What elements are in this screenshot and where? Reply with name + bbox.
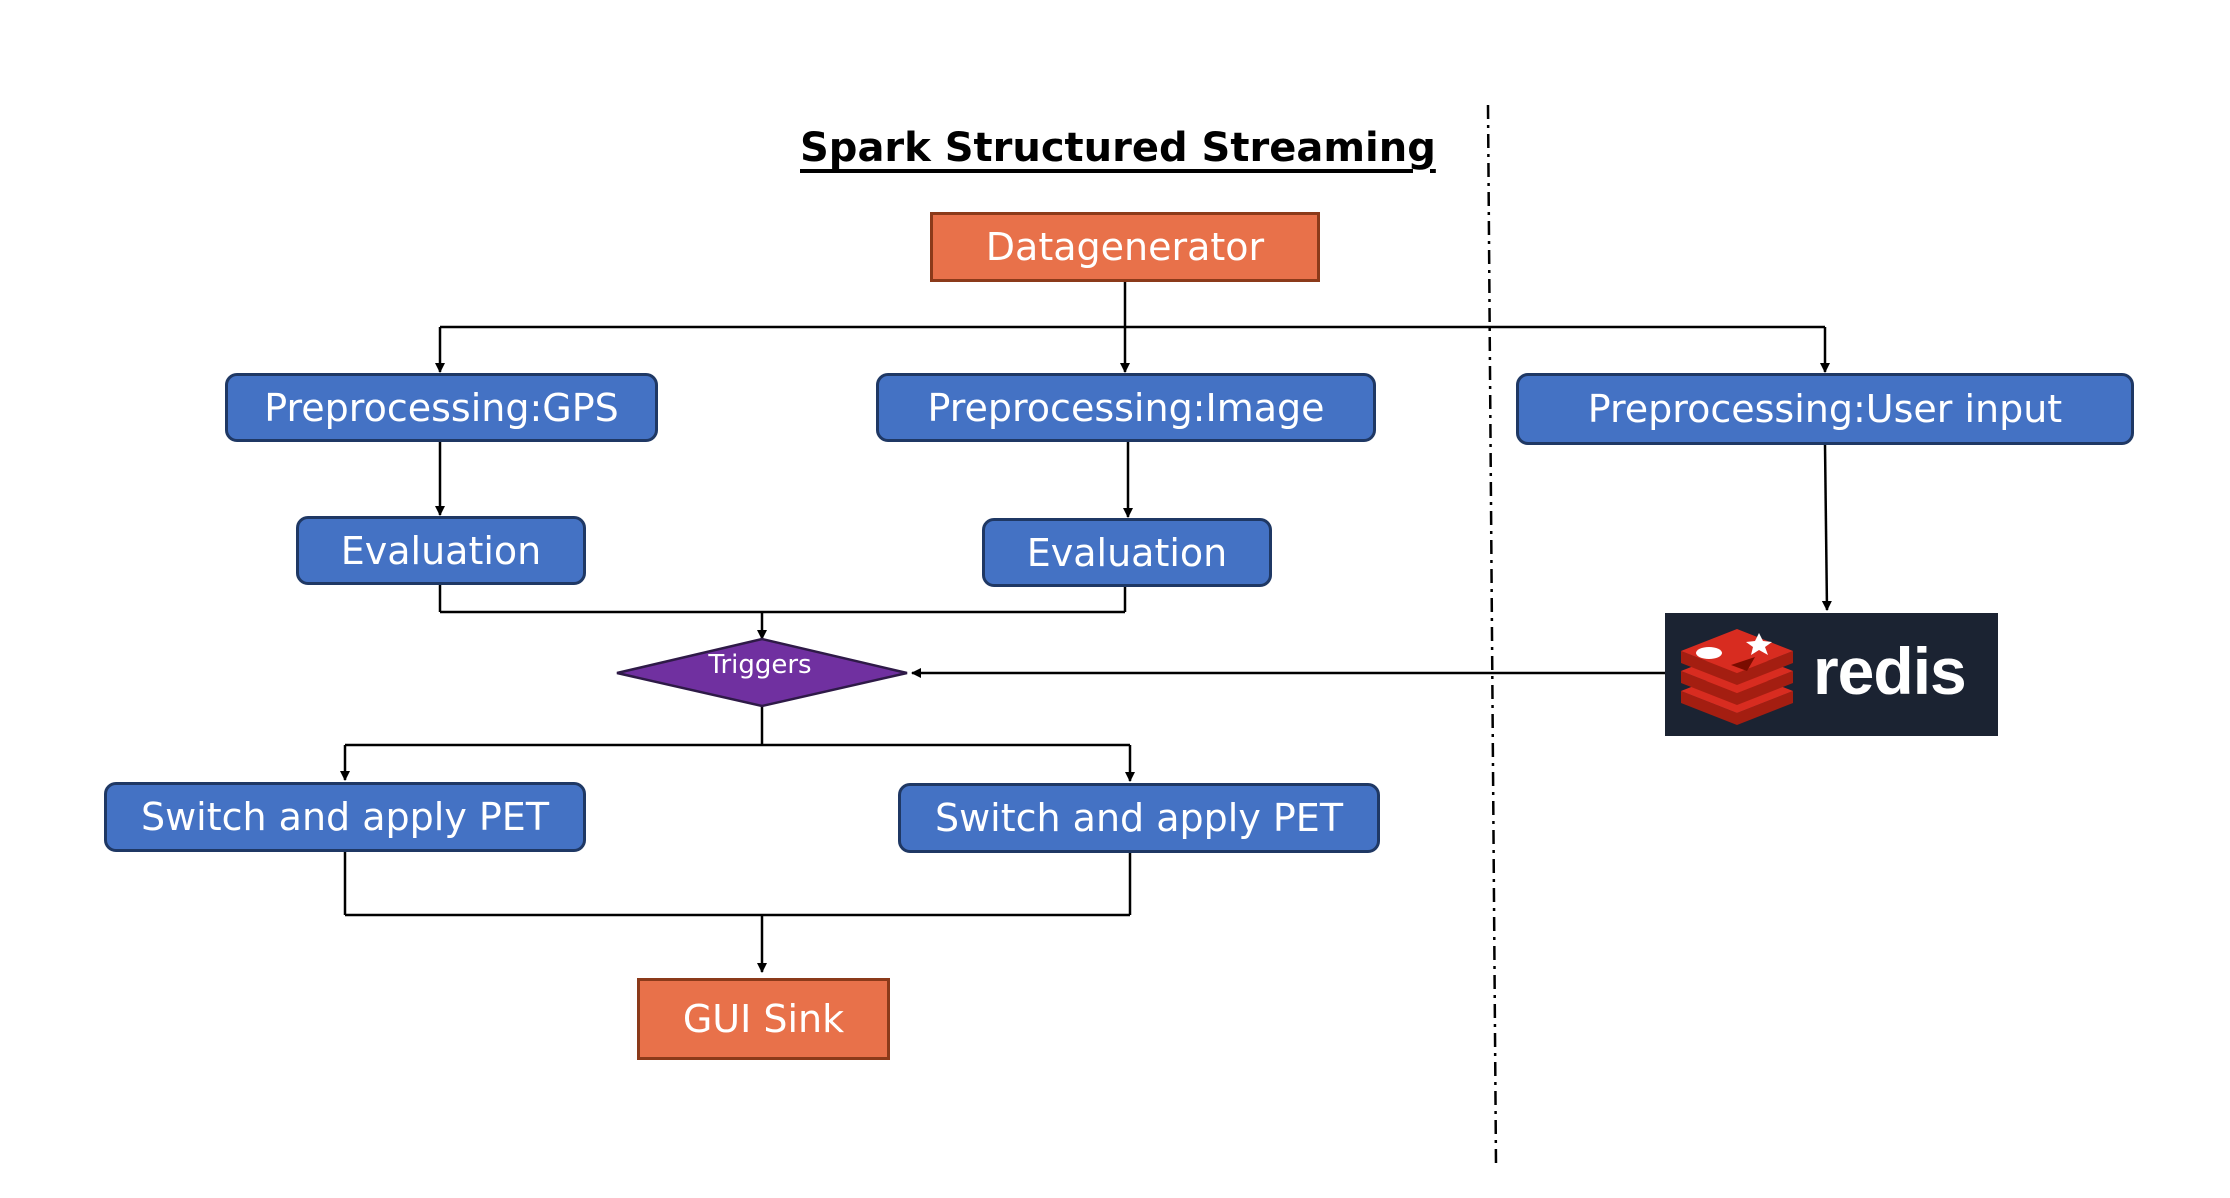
gui-sink-node: GUI Sink: [637, 978, 890, 1060]
evaluation-gps-node: Evaluation: [296, 516, 586, 585]
switch-left-node: Switch and apply PET: [104, 782, 586, 852]
preprocessing-image-node: Preprocessing:Image: [876, 373, 1376, 442]
arrow-user-input-to-redis: [1821, 444, 1832, 611]
preprocessing-gps-node: Preprocessing:GPS: [225, 373, 658, 442]
switch-right-node: Switch and apply PET: [898, 783, 1380, 853]
preprocessing-user-input-node: Preprocessing:User input: [1516, 373, 2134, 445]
redis-stack-icon: [1681, 629, 1793, 725]
datagenerator-node: Datagenerator: [930, 212, 1320, 282]
triggers-label: Triggers: [708, 650, 812, 680]
redis-logo: redis: [1665, 613, 1998, 736]
diagram-title: Spark Structured Streaming: [800, 125, 1436, 171]
separator-line: [1486, 104, 1498, 1166]
redis-wordmark: redis: [1813, 634, 1967, 708]
evaluation-image-node: Evaluation: [982, 518, 1272, 587]
triggers-diamond: [616, 637, 908, 708]
